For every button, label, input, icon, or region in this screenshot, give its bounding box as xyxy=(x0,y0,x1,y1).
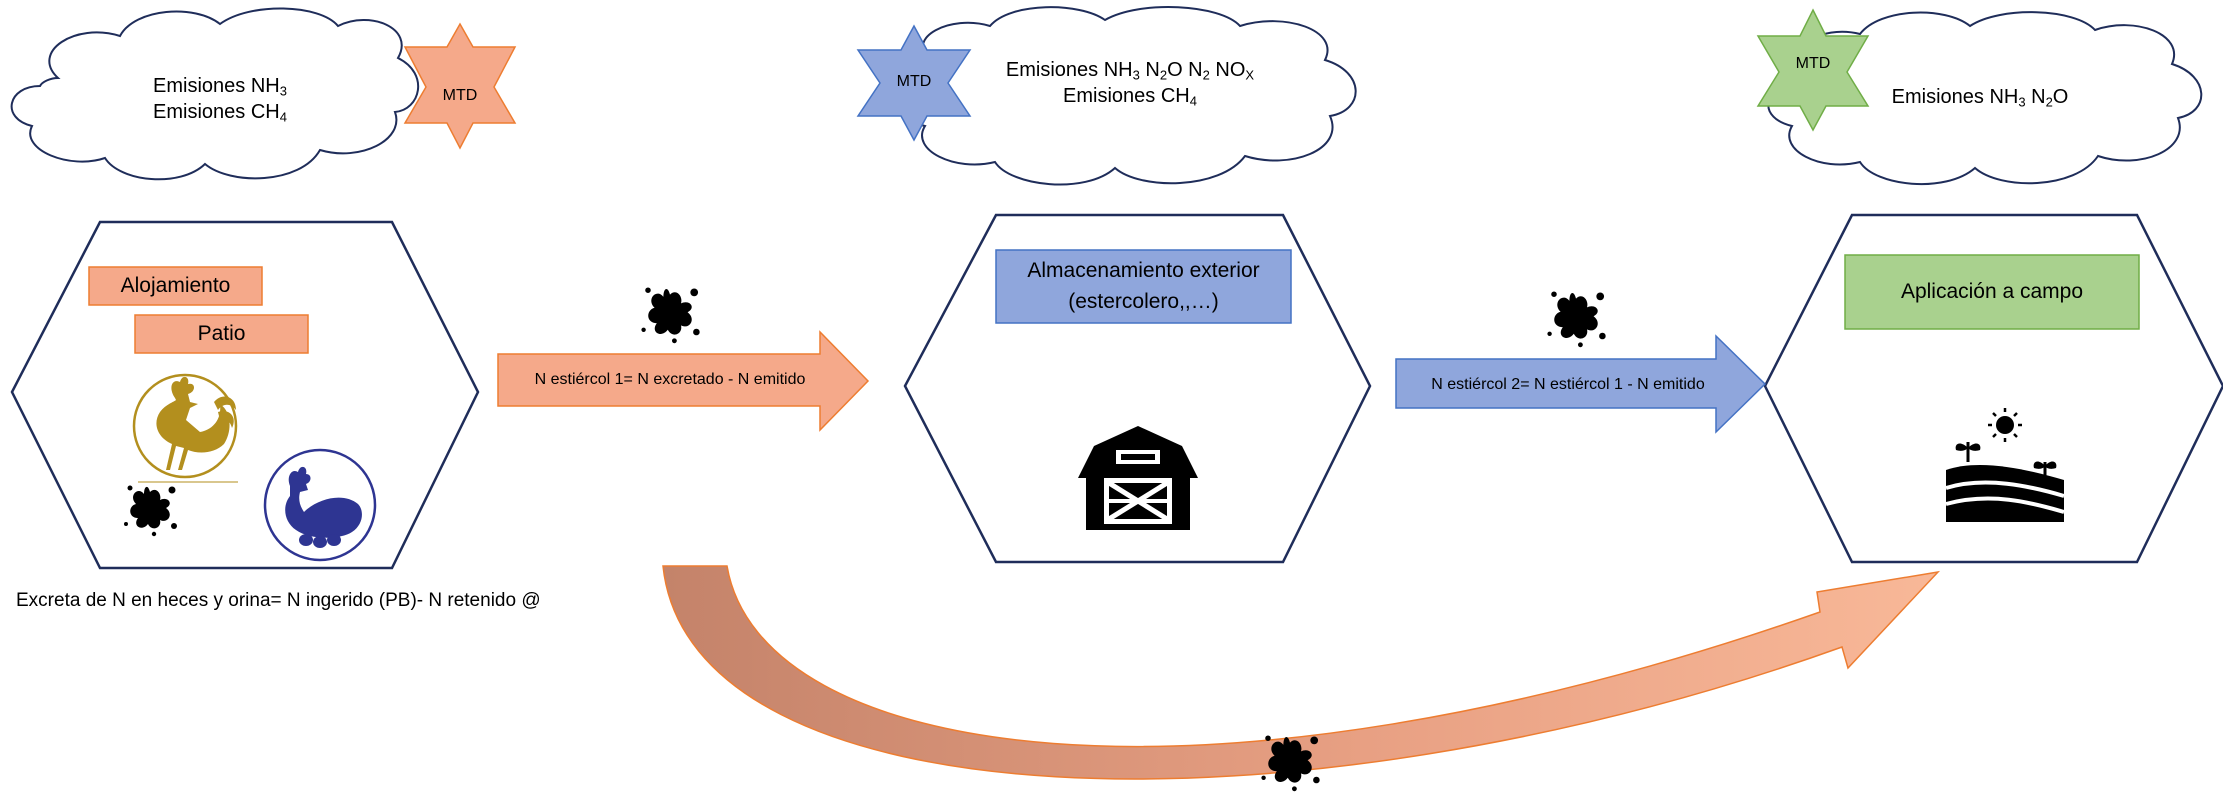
cloud-1-line-2: Emisiones CH4 xyxy=(153,100,287,124)
emissions-cloud-1 xyxy=(10,7,419,181)
yard-box xyxy=(134,314,309,354)
manure-splat-icon xyxy=(641,287,700,344)
field-application-box xyxy=(1844,254,2140,330)
barn-icon xyxy=(1078,426,1198,530)
cloud-1-line-1: Emisiones NH3 xyxy=(153,75,287,99)
cloud-2-line-1: Emisiones NH3 N2O N2 NOX xyxy=(1005,59,1255,83)
mtd-star-3 xyxy=(1756,8,1870,132)
mtd-star-1 xyxy=(403,22,517,150)
cloud-3-line-1: Emisiones NH3 N2O xyxy=(1891,86,2069,110)
arrow-1-label: N estiércol 1= N excretado - N emitido xyxy=(534,371,806,388)
mtd-star-2 xyxy=(856,24,972,142)
cloud-3-text: Emisiones NH3 N2O xyxy=(1860,85,2100,111)
curved-arrow xyxy=(662,565,1941,780)
mtd-star-3-label: MTD xyxy=(1795,55,1831,72)
emissions-cloud-2 xyxy=(899,6,1357,186)
housing-box-label: Alojamiento xyxy=(120,274,231,297)
manure-splat-icon xyxy=(1547,291,1606,348)
cloud-1-text: Emisiones NH3 Emisiones CH4 xyxy=(110,74,330,125)
arrow-1 xyxy=(497,330,870,432)
cloud-2-line-2: Emisiones CH4 xyxy=(1063,84,1197,108)
rooster-icon xyxy=(132,373,238,483)
arrow-2 xyxy=(1395,334,1767,434)
field-application-box-label: Aplicación a campo xyxy=(1900,280,2084,303)
mtd-star-2-label: MTD xyxy=(896,73,932,90)
housing-box xyxy=(88,266,263,306)
field-sun-icon xyxy=(1945,408,2065,522)
hen-icon xyxy=(263,448,377,562)
arrow-2-label: N estiércol 2= N estiércol 1 - N emitido xyxy=(1431,376,1705,393)
storage-box-line-1: Almacenamiento exterior xyxy=(1027,259,1260,283)
cloud-2-text: Emisiones NH3 N2O N2 NOX Emisiones CH4 xyxy=(980,58,1280,109)
storage-box-label: Almacenamiento exterior (estercolero,,…) xyxy=(996,250,1291,323)
emissions-cloud-3 xyxy=(1767,11,2203,186)
mtd-star-1-label: MTD xyxy=(442,87,478,104)
storage-box xyxy=(995,249,1292,324)
yard-box-label: Patio xyxy=(197,322,246,345)
storage-box-line-2: (estercolero,,…) xyxy=(1068,289,1219,313)
excretion-caption: Excreta de N en heces y orina= N ingerid… xyxy=(16,590,541,611)
